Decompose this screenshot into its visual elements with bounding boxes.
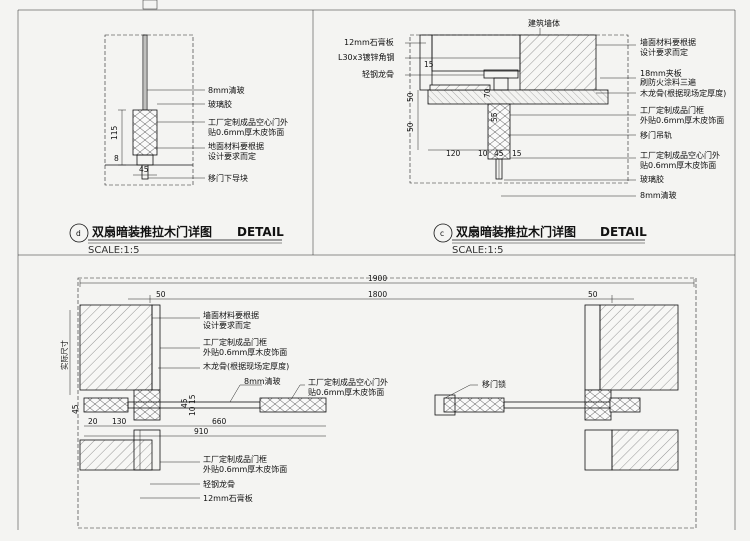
dim-8: 8 <box>114 154 119 163</box>
label-c-plywood-1: 18mm夹板 <box>640 68 682 78</box>
dim-c-10: 10 <box>478 149 488 158</box>
label-c-track: 移门吊轨 <box>640 130 672 140</box>
label-c-wood-keel: 木龙骨(根据现场定厚度) <box>640 88 726 98</box>
label-plan-frame-2: 外贴0.6mm厚木皮饰面 <box>203 347 287 357</box>
label-plan-bframe-1: 工厂定制成品门框 <box>203 454 267 464</box>
label-plan-glass: 8mm清玻 <box>244 376 281 386</box>
dim-45: 45 <box>139 165 149 174</box>
detail-d-title: 双扇暗装推拉木门详图 <box>92 224 212 239</box>
label-c-glue: 玻璃胶 <box>640 174 664 184</box>
detail-d: 115 8 45 8mm清玻 玻璃胶 工厂定制成品空心门外 贴0.6mm厚木皮饰… <box>69 34 288 256</box>
label-c-frame-1: 工厂定制成品门框 <box>640 105 704 115</box>
label-angle-steel: L30x3镀锌角钢 <box>338 52 394 62</box>
label-light-keel: 轻钢龙骨 <box>362 69 394 79</box>
label-floor-2: 设计要求而定 <box>208 151 256 161</box>
detail-c-scale: SCALE:1:5 <box>452 245 504 256</box>
dim-50-right: 50 <box>588 290 598 299</box>
detail-d-title-en: DETAIL <box>237 225 284 239</box>
label-c-wall-1: 墙面材料要根据 <box>640 37 696 47</box>
label-actual-size: 实际尺寸 <box>59 340 69 370</box>
dim-c-50a: 50 <box>406 92 415 102</box>
dim-c-55: 55 <box>490 112 499 122</box>
label-clear-glass: 8mm清玻 <box>208 85 245 95</box>
label-plan-wall-1: 墙面材料要根据 <box>203 310 259 320</box>
detail-d-scale: SCALE:1:5 <box>88 245 140 256</box>
label-glass-glue: 玻璃胶 <box>208 99 232 109</box>
dim-c-45: 45 <box>494 149 504 158</box>
dim-20: 20 <box>88 417 98 426</box>
dim-45-left: 45 <box>71 404 80 414</box>
dim-660: 660 <box>212 417 227 426</box>
dim-130: 130 <box>112 417 127 426</box>
label-c-wall-2: 设计要求而定 <box>640 47 688 57</box>
label-door-panel-1: 工厂定制成品空心门外 <box>208 117 288 127</box>
label-plan-frame-1: 工厂定制成品门框 <box>203 337 267 347</box>
label-c-door-1: 工厂定制成品空心门外 <box>640 150 720 160</box>
dim-c-15b: 15 <box>512 149 522 158</box>
label-gypsum-12mm: 12mm石膏板 <box>344 37 394 47</box>
label-plan-bframe-2: 外贴0.6mm厚木皮饰面 <box>203 464 287 474</box>
dim-c-70: 70 <box>483 88 492 98</box>
sheet-frame <box>17 0 736 530</box>
detail-d-marker: d <box>76 229 81 238</box>
detail-c-title: 双扇暗装推拉木门详图 <box>456 224 576 239</box>
label-plan-keel: 轻钢龙骨 <box>203 479 235 489</box>
label-plan-wood-keel: 木龙骨(根据现场定厚度) <box>203 361 289 371</box>
dim-910: 910 <box>194 427 209 436</box>
dim-c-50b: 50 <box>406 122 415 132</box>
detail-c: 50 50 15 70 120 10 45 15 55 12mm石膏板 L30x… <box>338 18 726 256</box>
dim-50-left: 50 <box>156 290 166 299</box>
label-c-frame-2: 外贴0.6mm厚木皮饰面 <box>640 115 724 125</box>
label-door-lock: 移门锁 <box>482 379 506 389</box>
label-plan-gypsum: 12mm石膏板 <box>203 493 253 503</box>
dim-45-mid: 45 <box>180 398 189 408</box>
label-c-door-2: 贴0.6mm厚木皮饰面 <box>640 160 716 170</box>
dim-115: 115 <box>110 125 119 140</box>
label-building-wall: 建筑墙体 <box>528 18 560 28</box>
label-c-glass: 8mm清玻 <box>640 190 677 200</box>
dim-c-15: 15 <box>424 60 434 69</box>
dim-1900: 1900 <box>368 274 387 283</box>
door-plan: 1900 1800 50 50 130 6 <box>59 274 697 529</box>
detail-c-marker: c <box>440 229 444 238</box>
label-floor-1: 地面材料要根据 <box>208 141 264 151</box>
label-door-panel-2: 贴0.6mm厚木皮饰面 <box>208 127 284 137</box>
dim-c-120: 120 <box>446 149 461 158</box>
label-plan-wall-2: 设计要求而定 <box>203 320 251 330</box>
label-bottom-guide: 移门下导块 <box>208 173 248 183</box>
label-plan-door-1: 工厂定制成品空心门外 <box>308 377 388 387</box>
dim-10: 10 <box>188 406 197 416</box>
dim-15: 15 <box>188 394 197 404</box>
label-plan-door-2: 贴0.6mm厚木皮饰面 <box>308 387 384 397</box>
detail-c-title-en: DETAIL <box>600 225 647 239</box>
dim-1800: 1800 <box>368 290 387 299</box>
label-c-plywood-2: 刷防火涂料三遍 <box>640 77 696 87</box>
